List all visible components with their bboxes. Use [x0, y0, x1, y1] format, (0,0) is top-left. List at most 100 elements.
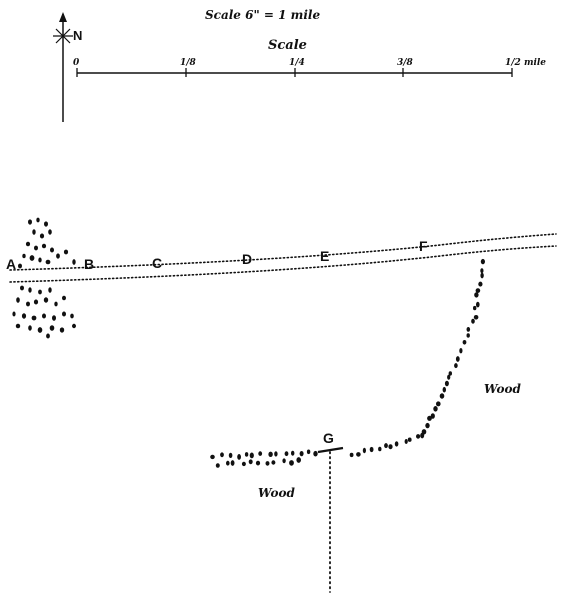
tree-dot [480, 272, 484, 279]
tree-dot [33, 299, 39, 305]
road-edge-north [9, 233, 557, 271]
tree-dot [41, 243, 47, 249]
tree-dot [369, 446, 374, 453]
tree-dot [296, 457, 302, 463]
tree-dot [28, 287, 32, 293]
tree-dot [48, 229, 52, 235]
tree-dot [313, 450, 318, 457]
point-b-label: B [84, 256, 94, 272]
point-e-label: E [320, 248, 329, 264]
tree-dot [26, 301, 30, 307]
tree-dot [349, 452, 354, 458]
tree-dot [416, 434, 421, 439]
tree-dot [362, 447, 366, 454]
tree-dot [384, 443, 388, 449]
scale-tick-label-0: 0 [73, 58, 80, 68]
tree-dot [237, 454, 242, 460]
tree-dot [28, 219, 32, 225]
scale-tick-label-3: 3/8 [397, 58, 414, 68]
tree-dot [474, 292, 479, 298]
tree-dot [407, 437, 412, 442]
tree-dot [230, 460, 235, 466]
tree-dot [289, 460, 294, 466]
road-edge-south [9, 245, 557, 283]
north-arrow: N [53, 12, 82, 122]
tree-dot [22, 253, 26, 259]
scale-bar: 0 1/8 1/4 3/8 1/2 mile [73, 58, 546, 77]
tree-dot [49, 325, 55, 331]
road [9, 233, 557, 283]
north-label: N [73, 28, 82, 43]
tree-dot [46, 333, 50, 339]
scale-tick-label-4: 1/2 mile [505, 58, 546, 68]
compass-star-icon [53, 28, 73, 44]
tree-dot [473, 315, 479, 320]
tree-dot [62, 311, 66, 317]
tree-dot [356, 452, 361, 457]
scale-tick-label-2: 1/4 [289, 58, 305, 68]
tree-dot [210, 454, 215, 460]
tree-dot [18, 263, 22, 269]
point-g-label: G [323, 430, 334, 446]
tree-dot [420, 432, 425, 439]
tree-dot [459, 348, 463, 354]
tree-dot [44, 221, 48, 227]
tree-dot [466, 327, 471, 332]
tree-dot [473, 305, 477, 311]
tree-dot [62, 295, 66, 301]
tree-dot [448, 371, 452, 376]
tree-dot [436, 401, 441, 407]
tree-dot [32, 229, 36, 235]
woodland-dots [12, 217, 485, 468]
tree-dot [433, 406, 438, 412]
tree-dot [455, 356, 460, 362]
tree-dot [21, 313, 27, 319]
tree-dot [12, 311, 16, 317]
wood-label-west: Wood [258, 486, 296, 500]
tree-dot [475, 288, 481, 293]
tree-dot [244, 452, 249, 457]
scale-tick-label-1: 1/8 [180, 58, 197, 68]
tree-dot [70, 313, 74, 319]
tree-dot [16, 297, 20, 303]
tree-dot [306, 449, 311, 455]
tree-dot [248, 459, 253, 465]
tree-dot [271, 460, 276, 465]
tree-dot [274, 451, 278, 457]
tree-dot [480, 258, 485, 265]
tree-dot [439, 393, 445, 399]
tree-dot [427, 415, 432, 421]
tree-dot [15, 323, 21, 329]
tree-dot [228, 452, 233, 458]
tree-dot [241, 461, 246, 467]
marker-g-bar [317, 446, 344, 454]
tree-dot [52, 315, 56, 321]
tree-dot [36, 217, 40, 223]
point-a-label: A [6, 256, 16, 272]
tree-dot [38, 257, 42, 263]
tree-dot [444, 380, 449, 387]
tree-dot [226, 460, 230, 466]
tree-dot [31, 315, 37, 321]
north-arrow-head [59, 12, 67, 22]
tree-dot [48, 287, 52, 293]
tree-dot [466, 333, 470, 338]
tree-dot [404, 439, 408, 444]
tree-dot [54, 301, 58, 307]
tree-dot [50, 247, 54, 253]
tree-dot [39, 233, 45, 239]
tree-dot [220, 452, 224, 458]
tree-dot [43, 297, 49, 303]
tree-dot [447, 374, 451, 380]
tree-dot [42, 313, 46, 319]
tree-dot [265, 461, 270, 466]
scale-label: Scale [268, 38, 307, 53]
tree-dot [291, 450, 295, 456]
point-d-label: D [242, 251, 252, 267]
tree-dot [476, 301, 480, 308]
tree-dot [72, 259, 76, 265]
tree-dot [72, 323, 76, 329]
tree-dot [462, 340, 467, 345]
tree-dot [480, 268, 484, 274]
tree-dot [378, 446, 382, 452]
